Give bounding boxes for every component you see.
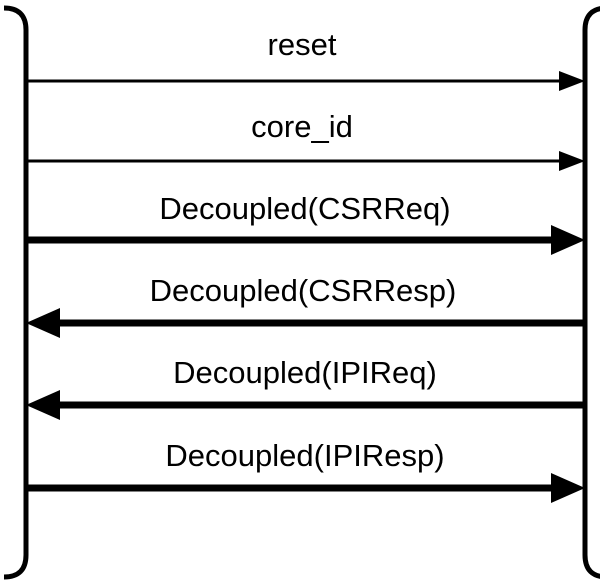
message-csr-req-arrowhead-icon: [551, 225, 585, 255]
message-ipi-req[interactable]: Decoupled(IPIReq): [26, 355, 585, 420]
message-csr-req-label: Decoupled(CSRReq): [159, 191, 450, 226]
message-core-id[interactable]: core_id: [26, 109, 585, 171]
message-csr-resp-label: Decoupled(CSRResp): [150, 273, 457, 308]
message-ipi-req-label: Decoupled(IPIReq): [173, 355, 437, 390]
message-reset[interactable]: reset: [26, 27, 585, 91]
message-core-id-arrowhead-icon: [559, 151, 585, 171]
message-ipi-resp[interactable]: Decoupled(IPIResp): [26, 438, 585, 503]
message-ipi-resp-label: Decoupled(IPIResp): [165, 438, 444, 473]
right-lifeline: [582, 6, 600, 579]
message-reset-label: reset: [268, 27, 337, 62]
message-csr-req[interactable]: Decoupled(CSRReq): [26, 191, 585, 255]
message-csr-resp[interactable]: Decoupled(CSRResp): [26, 273, 585, 338]
message-ipi-req-arrowhead-icon: [26, 390, 60, 420]
message-csr-resp-arrowhead-icon: [26, 308, 60, 338]
message-reset-arrowhead-icon: [559, 71, 585, 91]
message-core-id-label: core_id: [251, 109, 353, 144]
lifelines-layer: [3, 5, 600, 580]
message-ipi-resp-arrowhead-icon: [551, 473, 585, 503]
left-lifeline: [3, 5, 29, 580]
